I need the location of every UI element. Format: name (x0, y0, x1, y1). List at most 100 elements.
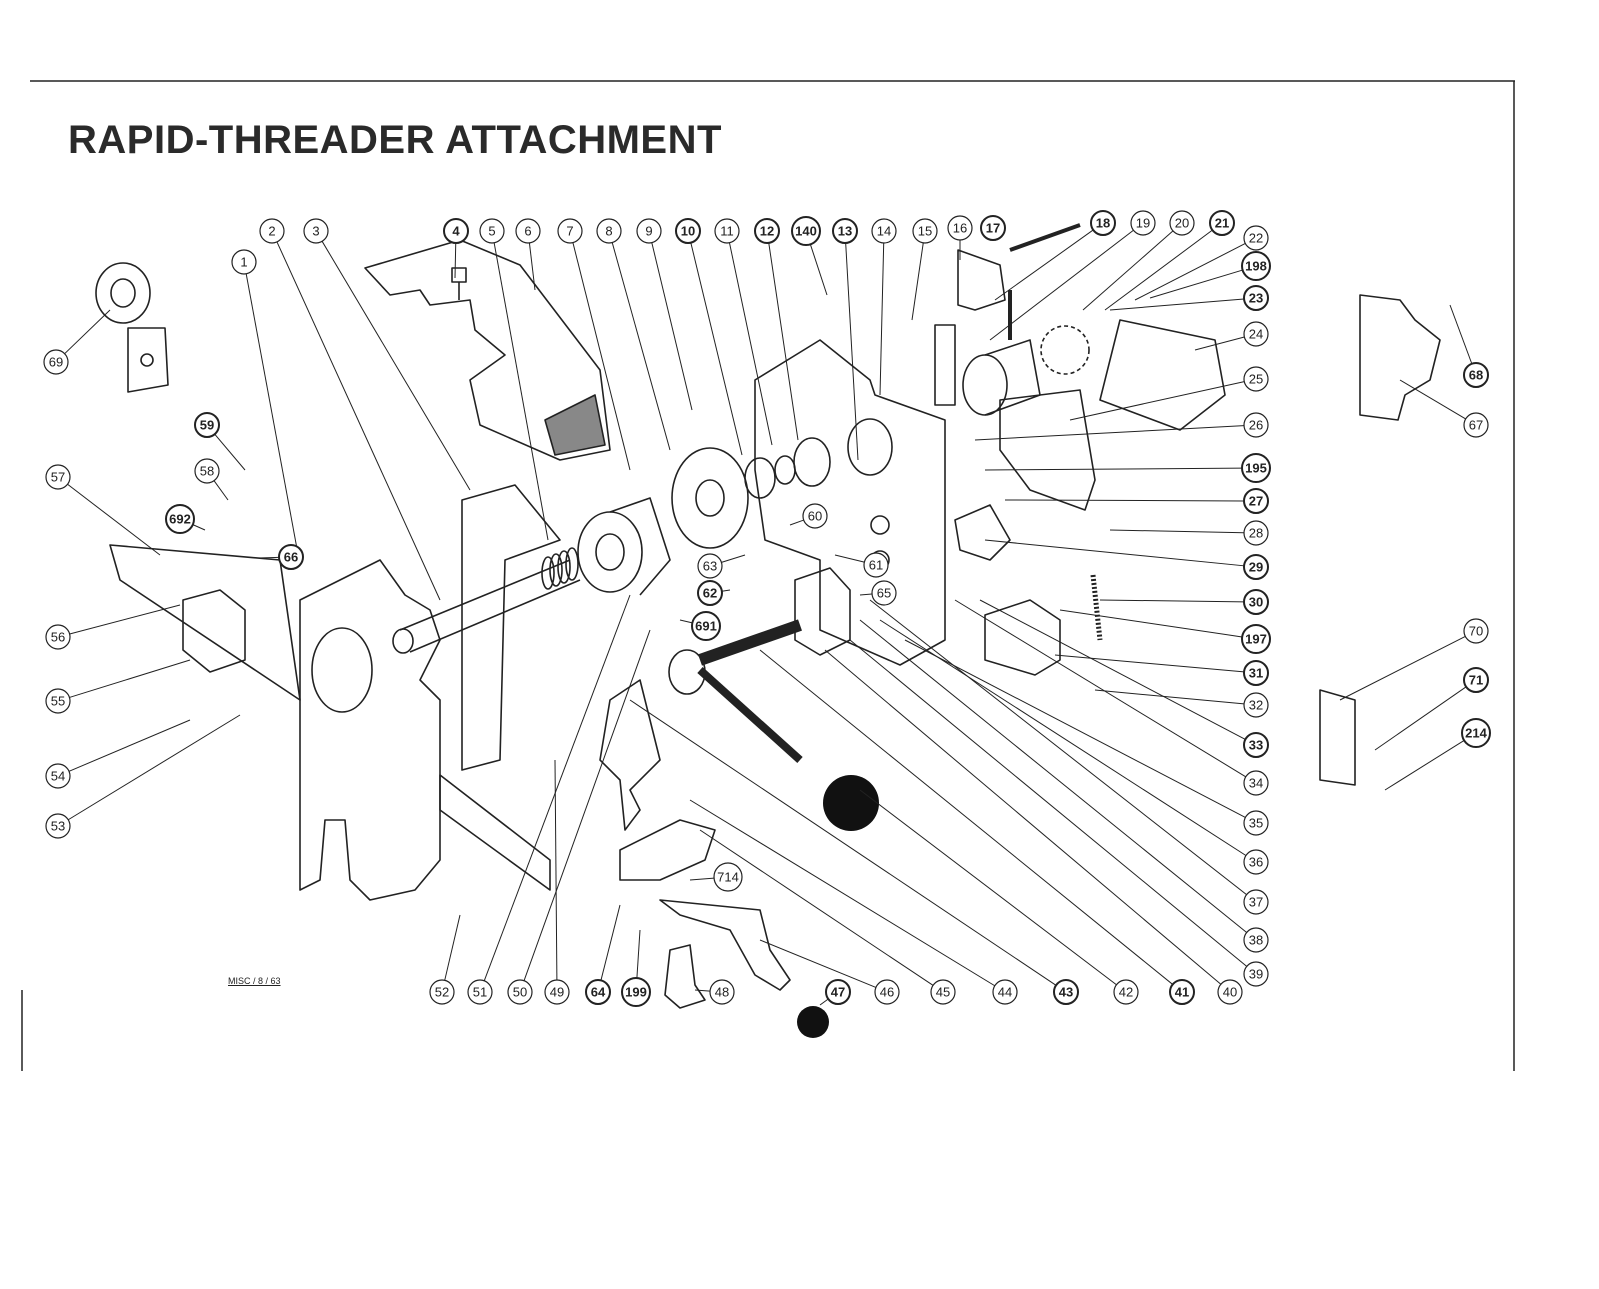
leader-line (869, 599, 1247, 895)
callout-number: 24 (1249, 327, 1263, 342)
callout-53: 53 (45, 714, 241, 839)
callout-10: 10 (675, 218, 743, 456)
leader-line (984, 467, 1243, 471)
part-knob-47 (797, 1006, 829, 1038)
part-screw-4 (451, 267, 467, 283)
callout-number: 69 (49, 355, 63, 370)
callout-8: 8 (596, 218, 671, 451)
callout-number: 60 (808, 509, 822, 524)
callout-number: 14 (877, 224, 891, 239)
leader-line (554, 759, 558, 981)
callout-number: 67 (1469, 418, 1483, 433)
callout-32: 32 (1094, 689, 1269, 718)
leader-line (321, 241, 471, 491)
callout-circle (871, 580, 897, 606)
callout-circle (1243, 225, 1269, 251)
callout-11: 11 (714, 218, 773, 446)
callout-circle (596, 218, 622, 244)
callout-29: 29 (984, 539, 1269, 580)
callout-number: 214 (1465, 726, 1487, 741)
callout-circle (714, 218, 740, 244)
leader-line (454, 242, 457, 279)
callout-circle (43, 349, 69, 375)
callout-40: 40 (824, 649, 1243, 1005)
callout-number: 61 (869, 558, 883, 573)
callout-circle (802, 503, 828, 529)
callout-number: 51 (473, 985, 487, 1000)
part-bar-15 (934, 324, 956, 406)
callout-number: 40 (1223, 985, 1237, 1000)
callout-circle (1461, 718, 1491, 748)
leader-line (759, 939, 877, 988)
callout-circle (980, 215, 1006, 241)
leader-line (192, 524, 206, 531)
callout-39: 39 (849, 639, 1269, 987)
part-cam-29 (954, 504, 1011, 561)
callout-62: 62 (697, 580, 731, 606)
callout-140: 140 (791, 216, 828, 296)
callout-circle (1217, 979, 1243, 1005)
callout-circle (1243, 849, 1269, 875)
leader-line (979, 599, 1246, 740)
callout-36: 36 (879, 619, 1269, 875)
callout-circle (1243, 412, 1269, 438)
leader-line (64, 309, 111, 355)
callout-16: 16 (947, 215, 973, 260)
callout-6: 6 (515, 218, 541, 291)
leader-line (483, 594, 631, 981)
callout-number: 54 (51, 769, 65, 784)
callout-circle (1209, 210, 1235, 236)
callout-circle (1169, 979, 1195, 1005)
callout-circle (467, 979, 493, 1005)
callout-22: 22 (1134, 225, 1269, 301)
callout-13: 13 (832, 218, 859, 461)
callout-circle (930, 979, 956, 1005)
callout-38: 38 (859, 619, 1269, 953)
callout-circle (1113, 979, 1139, 1005)
callout-circle (1243, 321, 1269, 347)
callout-number: 140 (795, 224, 817, 239)
callout-circle (165, 504, 195, 534)
callout-number: 15 (918, 224, 932, 239)
callout-number: 66 (284, 550, 298, 565)
callout-37: 37 (869, 599, 1269, 915)
leader-line (721, 589, 731, 592)
leader-line (1054, 654, 1245, 673)
callout-50: 50 (507, 629, 651, 1005)
callout-circle (1090, 210, 1116, 236)
callout-45: 45 (699, 829, 956, 1005)
callout-198: 198 (1149, 251, 1271, 299)
callout-15: 15 (911, 218, 938, 321)
callout-circle (443, 218, 469, 244)
callout-number: 70 (1469, 624, 1483, 639)
callout-54: 54 (45, 719, 191, 789)
callout-circle (697, 553, 723, 579)
callout-number: 33 (1249, 738, 1263, 753)
callout-circle (479, 218, 505, 244)
part-bearing-12 (793, 437, 831, 487)
callout-68: 68 (1449, 304, 1489, 388)
callout-circle (1243, 554, 1269, 580)
part-bar-56 (109, 544, 301, 701)
callout-number: 68 (1469, 368, 1483, 383)
callout-number: 714 (717, 870, 739, 885)
callout-number: 44 (998, 985, 1012, 1000)
leader-line (1339, 635, 1466, 701)
part-rack-24 (1099, 319, 1226, 431)
leader-line (834, 554, 865, 563)
callout-circle (1243, 589, 1269, 615)
part-cam-disc-8 (671, 447, 749, 549)
callout-14: 14 (871, 218, 897, 396)
leader-line (213, 480, 229, 501)
callout-circle (1243, 285, 1269, 311)
callout-circle (754, 218, 780, 244)
callout-circle (863, 552, 889, 578)
callout-number: 35 (1249, 816, 1263, 831)
callout-circle (1130, 210, 1156, 236)
callout-number: 64 (591, 985, 606, 1000)
callout-691: 691 (679, 611, 721, 641)
callout-25: 25 (1069, 366, 1269, 421)
callout-5: 5 (479, 218, 549, 541)
part-plate-25 (999, 389, 1096, 511)
callout-197: 197 (1059, 609, 1271, 654)
